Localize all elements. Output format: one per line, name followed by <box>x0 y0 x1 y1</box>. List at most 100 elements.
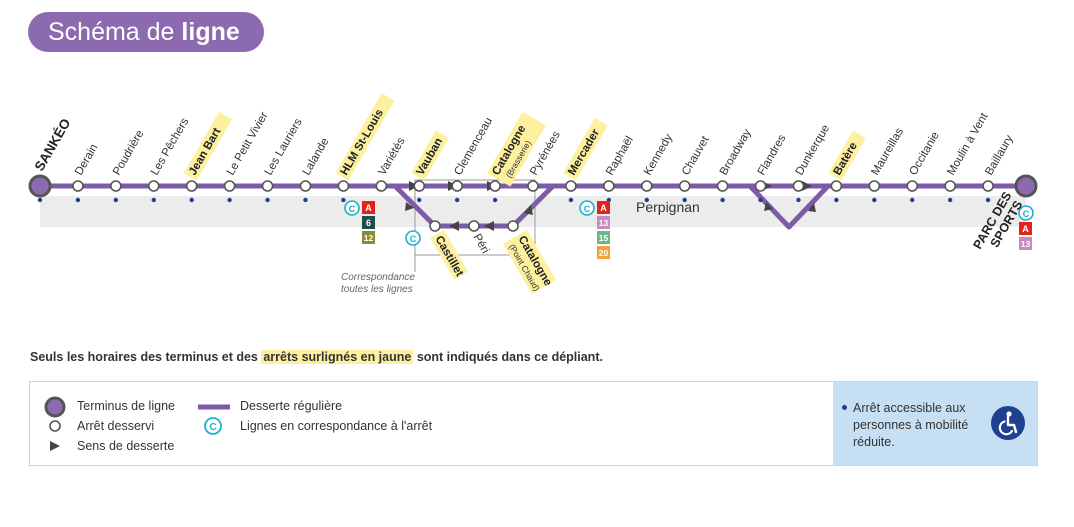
access-dot <box>910 197 915 203</box>
stop-marker <box>185 180 198 192</box>
legend-regular: Desserte régulière <box>240 399 343 413</box>
access-dot <box>37 197 43 203</box>
stop-label: Derain <box>73 142 100 177</box>
highlight-marker <box>828 130 866 181</box>
legend-terminus: Terminus de ligne <box>77 399 175 413</box>
access-dot-symbol <box>842 405 847 410</box>
stop-marker <box>906 180 919 192</box>
highlight-marker <box>562 118 608 181</box>
stop-7: Lalande <box>299 136 332 203</box>
access-dot <box>75 197 81 203</box>
line-detour <box>748 184 830 230</box>
badge-13: 13 <box>1021 239 1031 249</box>
stop-label: Jean Bart <box>187 126 224 178</box>
stop-label: Dunkerque <box>794 123 833 178</box>
correspondance-zone <box>414 179 536 256</box>
stop-marker <box>413 180 426 192</box>
highlight-marker <box>183 111 233 181</box>
stop-23: Occitanie <box>906 130 942 203</box>
stop-label: Moulin à Vent <box>945 110 991 177</box>
stop-marker <box>147 180 160 192</box>
badges-parc: C A 13 <box>1018 205 1034 250</box>
access-dot <box>985 197 991 203</box>
badges-castillet: C <box>405 230 421 246</box>
access-dot <box>454 197 460 203</box>
legend-direction: Sens de desserte <box>77 439 175 453</box>
access-dot <box>341 197 346 203</box>
arrow-down <box>405 202 414 211</box>
terminus-marker <box>28 174 52 198</box>
stop-19: Flandres <box>754 133 789 203</box>
stop-9: Variétés <box>375 135 408 192</box>
page-title: Schéma de ligne <box>28 12 264 52</box>
legend-stop: Arrêt desservi <box>77 419 155 433</box>
stop-2: Poudrière <box>110 128 146 203</box>
access-dot <box>947 197 953 203</box>
highlight-marker <box>411 130 449 181</box>
terminus-marker <box>1014 174 1038 198</box>
stop-label: Occitanie <box>907 130 941 178</box>
badge-a: A <box>600 203 607 213</box>
stop-label: Lalande <box>301 136 332 177</box>
arrow-up <box>808 203 816 212</box>
legend-access: Arrêt accessible aux personnes à mobilit… <box>853 401 969 449</box>
access-dot <box>189 197 194 203</box>
stop-marker <box>754 180 767 192</box>
correspondance-note-2: toutes les lignes <box>341 284 413 295</box>
badge-a: A <box>1022 224 1029 234</box>
badge-15: 15 <box>599 233 609 243</box>
stop-label: Kennedy <box>642 132 675 178</box>
correspondance-note-1: Correspondance <box>341 272 415 283</box>
zone-band <box>40 196 1026 227</box>
badges-mercader: C A 13 15 20 <box>579 200 610 259</box>
arrow-right <box>802 181 812 191</box>
stop-marker <box>982 180 994 192</box>
stop-label: Clemenceau <box>452 116 495 178</box>
stop-marker <box>640 180 653 192</box>
access-dot <box>758 197 763 203</box>
stop-marker <box>72 180 84 192</box>
direction-arrows <box>405 181 816 231</box>
stop-symbol <box>49 420 61 432</box>
access-dot <box>872 197 877 203</box>
stop-label: Chauvet <box>680 134 712 178</box>
wheelchair-icon <box>991 406 1025 440</box>
badge-a: A <box>365 203 372 213</box>
badges-hlm: C A 6 12 <box>344 200 375 244</box>
access-dot <box>492 197 498 203</box>
access-dot <box>834 197 839 203</box>
stop-label: Le Petit Vivier <box>225 110 271 177</box>
stop-marker <box>830 180 843 192</box>
c-symbol: C <box>204 417 222 435</box>
stop-marker <box>603 180 615 192</box>
stop-marker <box>716 180 729 192</box>
stop-label: Les Lauriers <box>263 116 305 177</box>
stop-label: Baillaury <box>983 133 1016 177</box>
badge-13: 13 <box>599 218 609 228</box>
stop-label-peri: Péri <box>471 232 492 256</box>
access-dot <box>303 197 308 203</box>
stop-marker <box>261 180 274 192</box>
stop-16: Kennedy <box>640 132 675 203</box>
stop-18: Broadway <box>716 127 754 203</box>
access-dot <box>151 197 156 203</box>
lower-stop-catalogne-pc: Catalogne (Point Chaud) <box>502 220 557 295</box>
stop-17: Chauvet <box>678 134 712 203</box>
badge-20: 20 <box>599 248 609 258</box>
access-dot <box>682 197 687 203</box>
arrow-left <box>449 221 459 231</box>
stop-26 <box>1014 174 1038 198</box>
stop-marker <box>678 180 691 192</box>
access-dot <box>227 197 232 203</box>
access-dot <box>720 197 725 203</box>
access-dot <box>644 197 649 203</box>
stop-marker <box>527 180 539 192</box>
stop-marker <box>792 180 805 192</box>
stop-label: Maureillas <box>870 126 907 178</box>
stop-label: Raphaël <box>604 134 636 177</box>
legend: Terminus de ligne Arrêt desservi Sens de… <box>29 381 1038 466</box>
access-dot <box>417 197 422 203</box>
badge-6: 6 <box>366 218 371 228</box>
highlight-marker <box>335 93 395 181</box>
access-dot <box>113 197 119 203</box>
